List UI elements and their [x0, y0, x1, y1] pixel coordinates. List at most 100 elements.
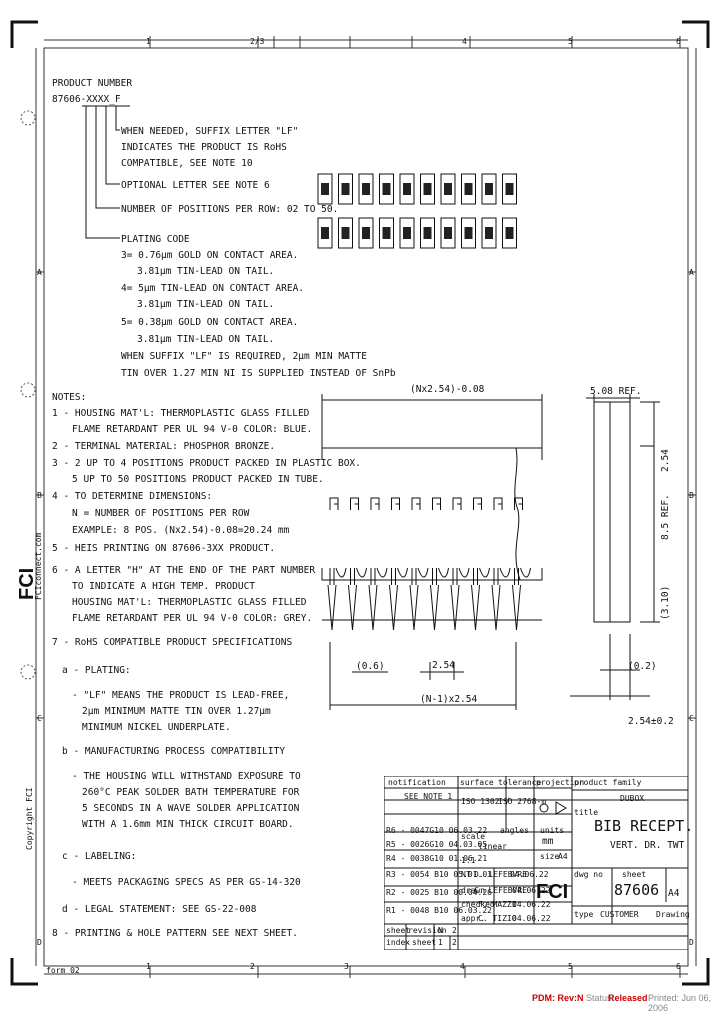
product-number-leaders [82, 105, 130, 239]
contact-cell [481, 217, 497, 249]
units-value: mm [542, 836, 554, 847]
units-label: units [540, 826, 565, 835]
footer-sheet-label-2: sheet [412, 938, 437, 947]
title-block: FCI [384, 776, 688, 950]
note-8: 8 - PRINTING & HOLE PATTERN SEE NEXT SHE… [52, 928, 298, 939]
contact-cell [379, 217, 394, 249]
contact-cell [420, 217, 435, 249]
drawing-number: 87606 [614, 881, 660, 899]
note-5: 5 - HEIS PRINTING ON 87606-3XX PRODUCT. [52, 543, 276, 554]
role-drawn: drawn [461, 886, 486, 895]
lf-plating-line-1: WHEN SUFFIX "LF" IS REQUIRED, 2μm MIN MA… [121, 351, 367, 362]
notification-label: notification [388, 778, 446, 787]
note-6-cont-3: FLAME RETARDANT PER UL 94 V-0 COLOR: GRE… [72, 613, 313, 624]
note-7c-1: - MEETS PACKAGING SPECS AS PER GS-14-320 [72, 877, 301, 888]
zone-top-6: 6 [676, 37, 681, 46]
pin-tail [368, 567, 388, 631]
drawing-label: Drawing [656, 910, 690, 919]
angles-label: angles [500, 826, 529, 835]
fci-website: FCIconnect.com [34, 532, 43, 600]
pin-tail [450, 567, 470, 631]
surface-value: ISO 1302 √ [461, 797, 510, 806]
contact-top [432, 497, 441, 510]
dim-left-offset: (0.6) [356, 661, 385, 672]
zone-right-c: C [689, 714, 694, 723]
plating-3-line: 3= 0.76μm GOLD ON CONTACT AREA. [121, 250, 299, 261]
dwg-no-label: dwg no [574, 870, 603, 879]
lf-plating-line-2: TIN OVER 1.27 MIN NI IS SUPPLIED INSTEAD… [121, 368, 396, 379]
dim-tail-length: (3.10) [660, 585, 671, 620]
sheet-label: sheet [622, 870, 647, 879]
form-ref: form 02 [46, 966, 80, 975]
zone-right-a: A [689, 268, 694, 277]
note-4: 4 - TO DETERMINE DIMENSIONS: [52, 491, 213, 502]
scale-label: scale [461, 832, 486, 841]
revision-r4: R4 - 0038G10 01.06.21 [386, 854, 488, 863]
footer-revision-label: revision [408, 926, 447, 935]
connector-front-view [321, 394, 660, 710]
note-7: 7 - RoHS COMPATIBLE PRODUCT SPECIFICATIO… [52, 637, 293, 648]
pin-tail [389, 567, 408, 631]
note-7b-4: WITH A 1.6mm MIN THICK CIRCUIT BOARD. [82, 819, 294, 830]
zone-left-d: D [37, 938, 42, 947]
note-7a-2: 2μm MINIMUM MATTE TIN OVER 1.27μm [82, 706, 271, 717]
drawn-by: D. LEFEBVRE [474, 870, 527, 879]
pin-tail [491, 567, 511, 631]
zone-bottom-1: 1 [146, 962, 151, 971]
zone-left-a: A [37, 268, 42, 277]
plating-4-line: 4= 5μm TIN-LEAD ON CONTACT AREA. [121, 283, 305, 294]
contact-cell [317, 173, 333, 205]
revision-r5: R5 - 0026G10 04.03.05 [386, 840, 488, 849]
contact-cell [440, 217, 456, 249]
dim-side-small: 2.54 [660, 449, 671, 472]
zone-left-c: C [37, 714, 42, 723]
suffix-line-1: WHEN NEEDED, SUFFIX LETTER "LF" [121, 126, 299, 137]
size-label: size [540, 852, 560, 861]
pin-tail [430, 567, 449, 631]
note-7b-1: - THE HOUSING WILL WITHSTAND EXPOSURE TO [72, 771, 301, 782]
pin-tail [327, 567, 347, 631]
scale-value: 1:1 [461, 856, 476, 865]
note-4-n: N = NUMBER OF POSITIONS PER ROW [72, 508, 250, 519]
zone-bottom-4: 4 [460, 962, 465, 971]
zone-right-d: D [689, 938, 694, 947]
approver2-name: C. TIZIO [478, 914, 517, 923]
revision-r2: R2 - 0025 B10 00.04.26 [386, 888, 492, 897]
drawn-date: 04.06.22 [510, 870, 549, 879]
dim-bottom-width: (N-1)x2.54 [420, 694, 478, 705]
approved-date: 04.06.22 [512, 900, 551, 909]
plating-5-tail: 3.81μm TIN-LEAD ON TAIL. [137, 334, 275, 345]
approved2-date: 04.06.22 [512, 914, 551, 923]
note-2: 2 - TERMINAL MATERIAL: PHOSPHOR BRONZE. [52, 441, 276, 452]
note-7d: d - LEGAL STATEMENT: SEE GS-22-008 [62, 904, 257, 915]
plating-4-tail: 3.81μm TIN-LEAD ON TAIL. [137, 299, 275, 310]
zone-left-b: B [37, 491, 42, 500]
revision-r6: R6 - 0047G10 06.03.22 [386, 826, 488, 835]
note-7a: a - PLATING: [62, 665, 131, 676]
pin-tail [409, 567, 429, 631]
contact-top [329, 497, 339, 510]
type-value: CUSTOMER [600, 910, 639, 919]
notes-heading: NOTES: [52, 392, 87, 403]
contact-top [514, 497, 523, 510]
dim-top-width: (Nx2.54)-0.08 [410, 384, 485, 395]
contact-cell [358, 173, 374, 205]
plating-5-line: 5= 0.38μm GOLD ON CONTACT AREA. [121, 317, 299, 328]
nt-label: NT [461, 870, 471, 879]
pin-tail [348, 567, 367, 631]
svg-text:FCI: FCI [536, 881, 568, 903]
product-number-heading: PRODUCT NUMBER [52, 78, 133, 89]
contact-cell [461, 173, 476, 205]
type-label: type [574, 910, 594, 919]
printed-date: Printed: Jun 06, 2006 [648, 993, 712, 1013]
zone-right-b: B [689, 491, 694, 500]
suffix-line-2: INDICATES THE PRODUCT IS RoHS [121, 142, 287, 153]
zone-bottom-5: 5 [568, 962, 573, 971]
pdm-revision: PDM: Rev:N [532, 993, 584, 1003]
note-6-cont-2: HOUSING MAT'L: THERMOPLASTIC GLASS FILLE… [72, 597, 307, 608]
note-1: 1 - HOUSING MAT'L: THERMOPLASTIC GLASS F… [52, 408, 310, 419]
contact-cell [502, 173, 517, 205]
contact-cell [420, 173, 435, 205]
dim-height: 8.5 REF. [660, 494, 671, 540]
